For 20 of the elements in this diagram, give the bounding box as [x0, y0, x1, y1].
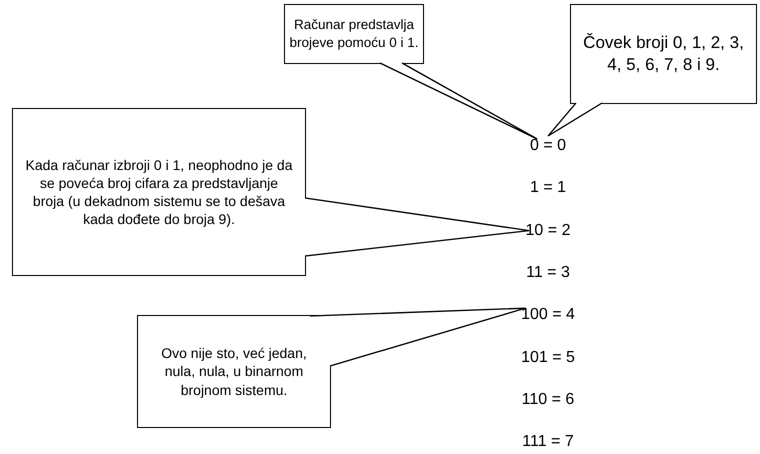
callout-text: Čovek broji 0, 1, 2, 3, 4, 5, 6, 7, 8 i 9. — [582, 32, 745, 76]
equation-text: 11 = 3 — [526, 262, 570, 283]
equation-text: 110 = 6 — [522, 390, 574, 410]
callout-text: Ovo nije sto, već jedan, nula, nula, u binarnom brojnom sistemu. — [160, 344, 308, 399]
callout-text: Računar predstavlja brojeve pomoću 0 i 1. — [288, 16, 420, 52]
equation-text: 0 = 0 — [530, 136, 566, 156]
callout-tail — [310, 308, 526, 367]
equation-text: 10 = 2 — [526, 220, 570, 241]
equation-text: 1 = 1 — [530, 178, 566, 198]
equation-text: 111 = 7 — [522, 432, 574, 452]
speech-bubble — [137, 315, 331, 428]
callout-tail — [547, 102, 603, 137]
speech-bubble — [284, 4, 424, 64]
equation-text: 101 = 5 — [521, 348, 575, 368]
callout-tail — [304, 197, 530, 257]
speech-bubble — [12, 108, 306, 276]
equation-text: 100 = 4 — [521, 305, 575, 326]
callout-tail — [380, 62, 538, 140]
speech-bubble — [570, 4, 757, 104]
callout-text: Kada računar izbroji 0 i 1, neophodno je da se poveća broj cifara za predstavljanje broja (u dekadnom sistemu se to dešava kada dođete do broja 9). — [25, 156, 293, 228]
